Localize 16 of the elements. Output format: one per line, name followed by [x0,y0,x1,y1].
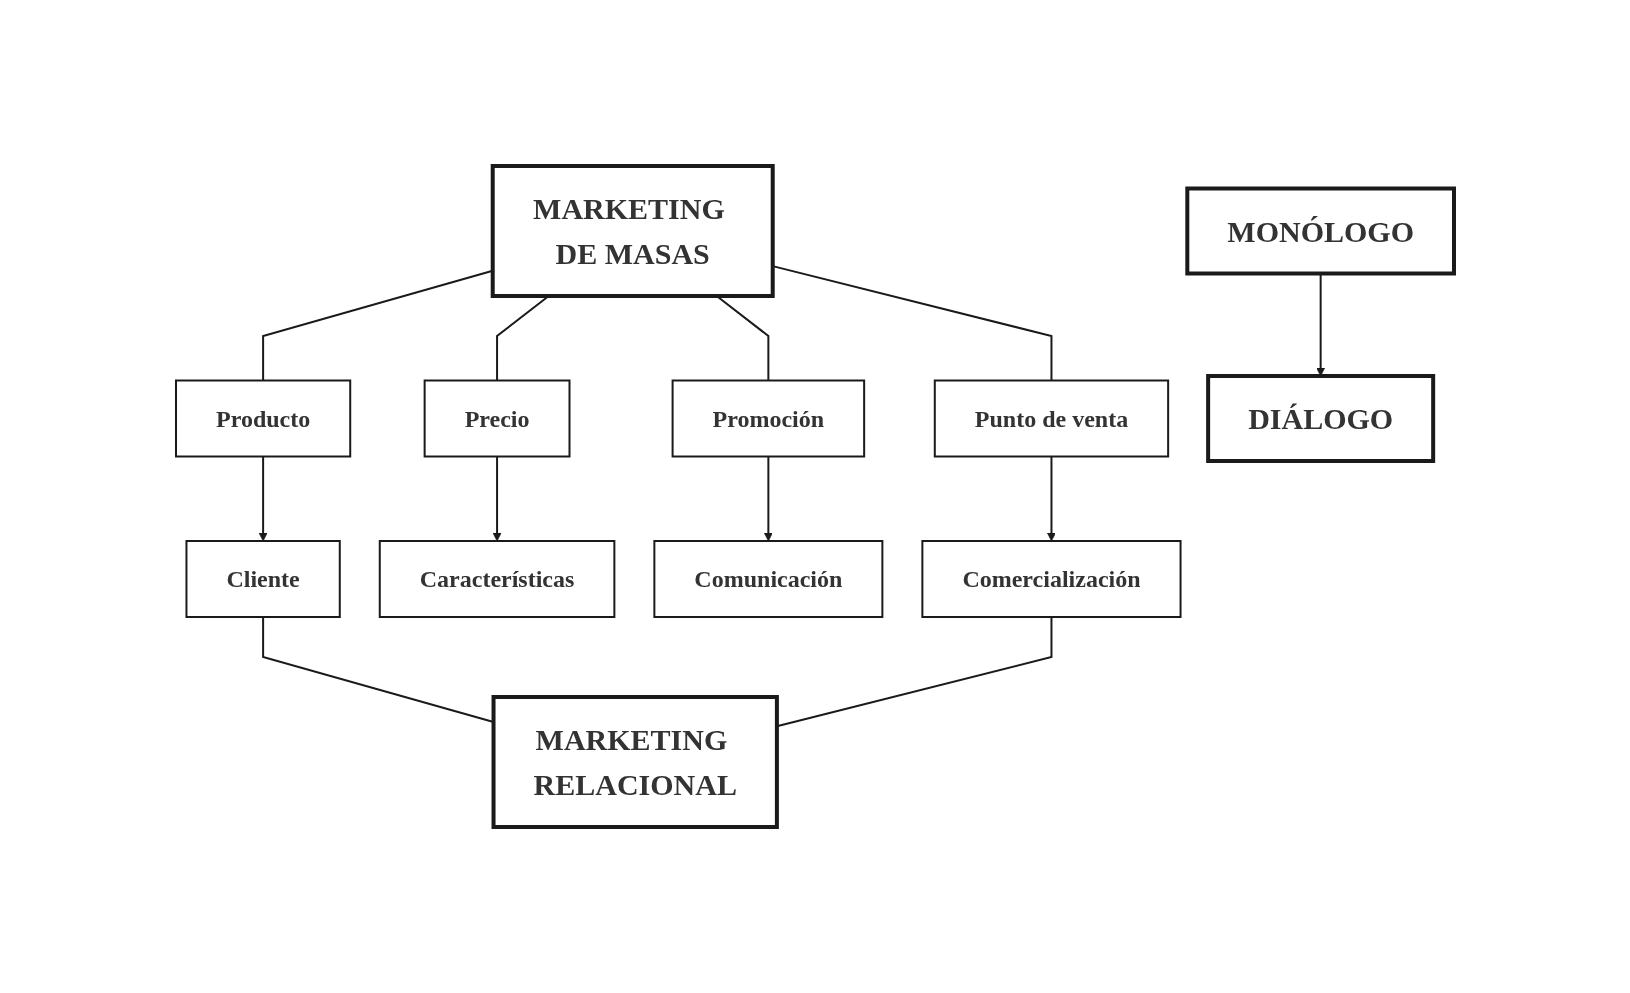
arrow [258,455,268,542]
node-box: Comercialización [921,540,1182,618]
node-box: Características [378,540,616,618]
node-box: Punto de venta [933,379,1170,458]
node-box: MARKETING DE MASAS [490,164,775,298]
node-box: Cliente [185,540,341,618]
node-box: Promoción [671,379,866,458]
node-box: MARKETING RELACIONAL [491,695,779,829]
arrow [492,455,502,542]
node-box: Producto [175,379,352,458]
arrow [1047,455,1056,542]
node-box: Precio [423,379,571,458]
arrow [763,455,773,542]
node-box: Comunicación [653,540,884,618]
node-box: DIÁLOGO [1206,374,1436,463]
node-box: MONÓLOGO [1185,186,1456,276]
